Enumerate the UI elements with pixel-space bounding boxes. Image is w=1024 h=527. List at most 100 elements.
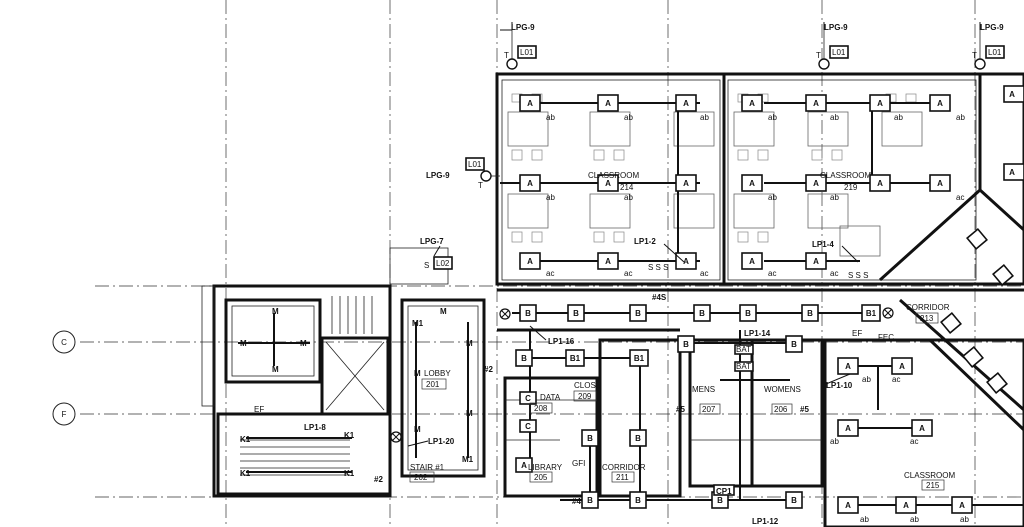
svg-text:A: A bbox=[683, 179, 689, 188]
svg-text:A: A bbox=[1009, 168, 1015, 177]
svg-text:ab: ab bbox=[910, 515, 919, 524]
svg-text:#4: #4 bbox=[572, 497, 581, 506]
fixtures-type-b: B B B B B B B1 B B B B1 B1 B B B B B B C… bbox=[515, 304, 881, 509]
building-walls bbox=[201, 72, 1024, 527]
svg-text:A: A bbox=[813, 257, 819, 266]
callout-leaders bbox=[407, 22, 981, 447]
room-stair-202: STAIR #1 202 bbox=[409, 463, 445, 483]
svg-text:LPG-9: LPG-9 bbox=[511, 23, 535, 32]
svg-text:B1: B1 bbox=[570, 354, 581, 363]
svg-text:K1: K1 bbox=[344, 469, 355, 478]
svg-text:ab: ab bbox=[830, 193, 839, 202]
svg-text:B: B bbox=[791, 340, 797, 349]
svg-text:CLASSROOM: CLASSROOM bbox=[904, 471, 955, 480]
svg-text:L01: L01 bbox=[520, 48, 534, 57]
svg-text:B: B bbox=[573, 309, 579, 318]
svg-text:BAT: BAT bbox=[736, 345, 751, 354]
svg-text:CP1: CP1 bbox=[716, 487, 732, 496]
svg-text:201: 201 bbox=[426, 380, 440, 389]
svg-text:K1: K1 bbox=[240, 435, 251, 444]
svg-text:B1: B1 bbox=[866, 309, 877, 318]
svg-text:ac: ac bbox=[768, 269, 776, 278]
svg-text:ac: ac bbox=[830, 269, 838, 278]
panel-callouts: LPG-9 LPG-9 LPG-9 LPG-9 LPG-7 LP1-2 LP1-… bbox=[304, 23, 1004, 526]
svg-text:M: M bbox=[300, 339, 307, 348]
svg-text:M: M bbox=[440, 307, 447, 316]
svg-text:B: B bbox=[635, 434, 641, 443]
svg-text:M: M bbox=[414, 369, 421, 378]
svg-text:A: A bbox=[605, 99, 611, 108]
room-clos-209: CLOS 209 bbox=[573, 381, 597, 402]
svg-text:#2: #2 bbox=[484, 365, 493, 374]
svg-text:ab: ab bbox=[894, 113, 903, 122]
svg-text:ac: ac bbox=[700, 269, 708, 278]
svg-text:GFI: GFI bbox=[572, 459, 585, 468]
svg-text:M: M bbox=[466, 409, 473, 418]
svg-text:M: M bbox=[272, 365, 279, 374]
room-library-205: LIBRARY 205 bbox=[528, 463, 563, 483]
svg-text:ac: ac bbox=[956, 193, 964, 202]
svg-text:B: B bbox=[587, 434, 593, 443]
svg-text:LPG-9: LPG-9 bbox=[980, 23, 1004, 32]
svg-text:B: B bbox=[807, 309, 813, 318]
svg-text:LP1-14: LP1-14 bbox=[744, 329, 771, 338]
svg-text:A: A bbox=[919, 424, 925, 433]
svg-text:ab: ab bbox=[768, 193, 777, 202]
svg-text:206: 206 bbox=[774, 405, 788, 414]
svg-text:L02: L02 bbox=[436, 259, 450, 268]
emergency-markers bbox=[390, 307, 894, 443]
room-corridor-213: CORRIDOR 213 bbox=[906, 303, 950, 324]
svg-text:M1: M1 bbox=[462, 455, 474, 464]
room-classroom-214: CLASSROOM 214 bbox=[588, 171, 639, 192]
svg-text:A: A bbox=[749, 257, 755, 266]
svg-text:LP1-2: LP1-2 bbox=[634, 237, 656, 246]
svg-text:#2: #2 bbox=[374, 475, 383, 484]
svg-text:ab: ab bbox=[546, 113, 555, 122]
svg-text:M1: M1 bbox=[412, 319, 424, 328]
svg-text:S: S bbox=[424, 261, 429, 270]
svg-text:LP1-12: LP1-12 bbox=[752, 517, 779, 526]
switch-leg-labels: ab ab ab ab ab ac ac ac ab ab ab ab ab a… bbox=[546, 113, 969, 524]
svg-text:ab: ab bbox=[546, 193, 555, 202]
svg-text:#5: #5 bbox=[800, 405, 809, 414]
room-data-208: DATA 208 bbox=[529, 393, 561, 414]
svg-text:K1: K1 bbox=[344, 431, 355, 440]
svg-text:LPG-7: LPG-7 bbox=[420, 237, 444, 246]
svg-text:B: B bbox=[699, 309, 705, 318]
svg-text:A: A bbox=[749, 179, 755, 188]
svg-text:215: 215 bbox=[926, 481, 940, 490]
circuit-numbers: #4S #2 #2 #4 #5 #5 bbox=[374, 293, 809, 506]
svg-text:DATA: DATA bbox=[540, 393, 561, 402]
svg-text:ab: ab bbox=[862, 375, 871, 384]
svg-text:A: A bbox=[877, 99, 883, 108]
svg-text:B: B bbox=[683, 340, 689, 349]
svg-text:ab: ab bbox=[960, 515, 969, 524]
svg-text:B: B bbox=[791, 496, 797, 505]
svg-text:A: A bbox=[527, 99, 533, 108]
svg-text:209: 209 bbox=[578, 392, 592, 401]
svg-text:211: 211 bbox=[616, 473, 629, 482]
svg-text:ab: ab bbox=[860, 515, 869, 524]
svg-text:B: B bbox=[525, 309, 531, 318]
svg-text:A: A bbox=[527, 179, 533, 188]
svg-text:STAIR #1: STAIR #1 bbox=[410, 463, 445, 472]
svg-text:LP1-20: LP1-20 bbox=[428, 437, 455, 446]
room-classroom-219: CLASSROOM 219 bbox=[820, 171, 871, 192]
svg-text:A: A bbox=[959, 501, 965, 510]
svg-text:CLASSROOM: CLASSROOM bbox=[820, 171, 871, 180]
svg-text:LIBRARY: LIBRARY bbox=[528, 463, 563, 472]
svg-text:B1: B1 bbox=[634, 354, 645, 363]
svg-text:B: B bbox=[635, 309, 641, 318]
svg-text:CLOS: CLOS bbox=[574, 381, 596, 390]
svg-text:ac: ac bbox=[892, 375, 900, 384]
svg-text:A: A bbox=[845, 424, 851, 433]
svg-text:C: C bbox=[61, 338, 67, 347]
svg-text:A: A bbox=[683, 257, 689, 266]
svg-text:214: 214 bbox=[620, 183, 634, 192]
svg-text:A: A bbox=[937, 99, 943, 108]
svg-text:LP1-4: LP1-4 bbox=[812, 240, 834, 249]
svg-text:205: 205 bbox=[534, 473, 548, 482]
svg-text:K1: K1 bbox=[240, 469, 251, 478]
svg-text:CORRIDOR: CORRIDOR bbox=[906, 303, 950, 312]
svg-text:LPG-9: LPG-9 bbox=[824, 23, 848, 32]
